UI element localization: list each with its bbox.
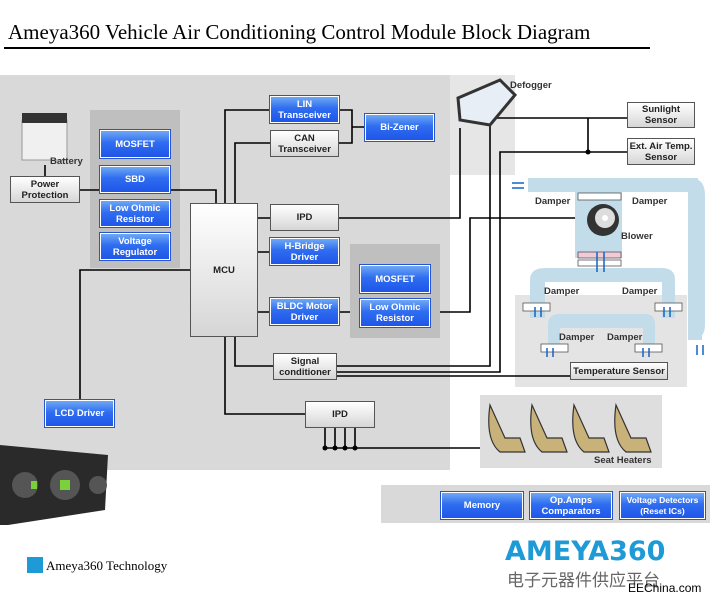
op-amps-box[interactable]: Op.Amps Comparators (529, 491, 613, 520)
defogger-label: Defogger (510, 80, 552, 91)
damper-label: Damper (632, 196, 668, 207)
seat-heaters-panel (480, 395, 662, 468)
bi-zener-box[interactable]: Bi-Zener (364, 113, 435, 142)
motor-mosfet-box[interactable]: MOSFET (359, 264, 431, 294)
logo-tagline: 电子元器件供应平台 (507, 571, 660, 590)
ameya360-logo: AMEYA360 (505, 536, 666, 567)
voltage-regulator-box[interactable]: Voltage Regulator (99, 232, 171, 261)
battery-mosfet-box[interactable]: MOSFET (99, 129, 171, 159)
mcu-box[interactable]: MCU (190, 203, 258, 337)
sbd-box[interactable]: SBD (99, 165, 171, 194)
battery-label: Battery (50, 156, 83, 167)
signal-conditioner-box[interactable]: Signal conditioner (273, 353, 337, 380)
eechina-watermark: EEChina.com (628, 581, 702, 595)
damper-label: Damper (607, 332, 643, 343)
h-bridge-driver-box[interactable]: H-Bridge Driver (269, 237, 340, 266)
memory-box[interactable]: Memory (440, 491, 524, 520)
damper-label: Damper (559, 332, 595, 343)
seat-heaters-label: Seat Heaters (594, 455, 652, 466)
lcd-driver-box[interactable]: LCD Driver (44, 399, 115, 428)
motor-low-ohmic-box[interactable]: Low Ohmic Resistor (359, 298, 431, 328)
bldc-motor-driver-box[interactable]: BLDC Motor Driver (269, 297, 340, 326)
temperature-sensor-box[interactable]: Temperature Sensor (570, 362, 668, 380)
damper-label: Damper (544, 286, 580, 297)
sunlight-sensor-box[interactable]: Sunlight Sensor (627, 102, 695, 128)
blower-label: Blower (621, 231, 653, 242)
damper-label: Damper (622, 286, 658, 297)
ipd-2-box[interactable]: IPD (305, 401, 375, 428)
can-transceiver-box[interactable]: CAN Transceiver (270, 130, 339, 157)
legend-label: Ameya360 Technology (46, 558, 168, 573)
power-protection-box[interactable]: Power Protection (10, 176, 80, 203)
title-underline (4, 47, 650, 49)
diagram-title: Ameya360 Vehicle Air Conditioning Contro… (8, 20, 591, 44)
ipd-box[interactable]: IPD (270, 204, 339, 231)
voltage-detectors-box[interactable]: Voltage Detectors (Reset ICs) (619, 491, 706, 520)
battery-low-ohmic-box[interactable]: Low Ohmic Resistor (99, 199, 171, 228)
lin-transceiver-box[interactable]: LIN Transceiver (269, 95, 340, 124)
damper-label: Damper (535, 196, 571, 207)
legend-swatch (27, 557, 43, 573)
ext-air-temp-sensor-box[interactable]: Ext. Air Temp. Sensor (627, 138, 695, 165)
